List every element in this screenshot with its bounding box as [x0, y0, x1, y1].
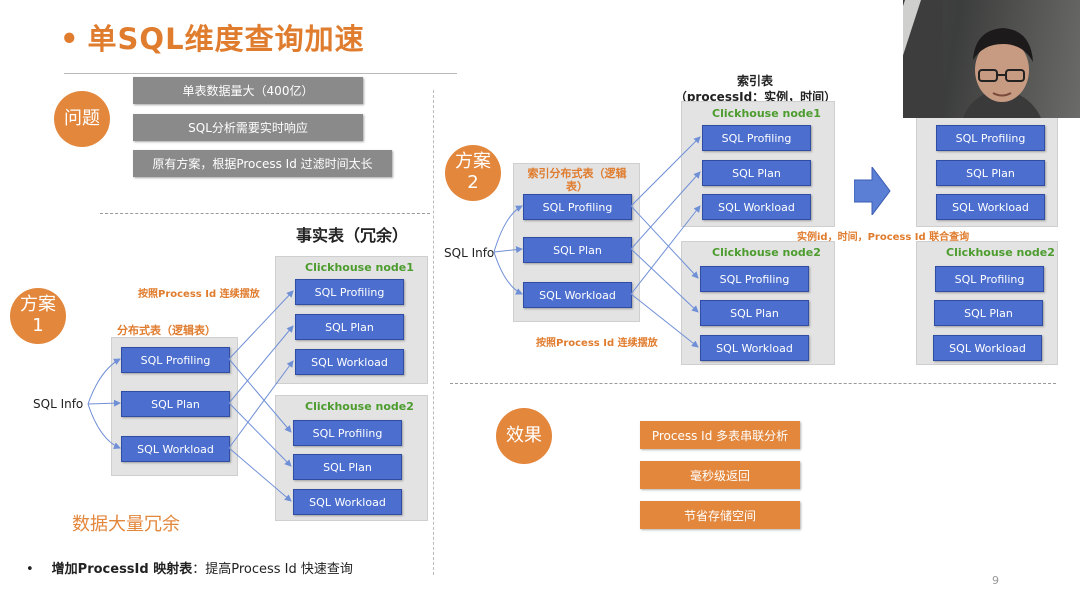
plan1-dist-workload: SQL Workload — [121, 436, 230, 462]
right-node1-plan: SQL Plan — [936, 160, 1045, 186]
left-divider — [100, 213, 430, 214]
plan1-node2-workload: SQL Workload — [293, 489, 402, 515]
footer-bullet-icon: • — [26, 562, 34, 577]
plan2-node2-workload: SQL Workload — [700, 335, 809, 361]
effect-item: 节省存储空间 — [640, 501, 800, 529]
plan2-circle: 方案2 — [445, 145, 501, 201]
plan1-node2-profiling: SQL Profiling — [293, 420, 402, 446]
right-node2-label: Clickhouse node2 — [946, 246, 1055, 259]
problem-label: 问题 — [64, 107, 100, 129]
plan1-placement-note: 按照Process Id 连续摆放 — [138, 289, 260, 300]
plan2-node2-profiling: SQL Profiling — [700, 266, 809, 292]
slide-title: •单SQL维度查询加速 — [60, 16, 365, 58]
plan1-dist-plan: SQL Plan — [121, 391, 230, 417]
title-bullet-icon: • — [60, 22, 80, 56]
index-table-heading: 索引表 — [736, 74, 773, 88]
big-right-arrow-icon — [854, 167, 891, 215]
plan2-label: 方案2 — [455, 151, 491, 193]
plan1-dist-profiling: SQL Profiling — [121, 347, 230, 373]
webcam-overlay — [903, 0, 1080, 118]
plan2-source: SQL Info — [444, 246, 495, 260]
joint-query-note: 实例id，时间，Process Id 联合查询 — [797, 232, 970, 243]
plan1-node1-plan: SQL Plan — [295, 314, 404, 340]
plan2-node1-label: Clickhouse node1 — [712, 107, 821, 120]
vertical-divider — [433, 90, 434, 575]
plan1-source: SQL Info — [33, 397, 84, 411]
person-silhouette-icon — [903, 0, 1041, 118]
plan2-distributed-label: 索引分布式表（逻辑表） — [527, 167, 627, 193]
page-number: 9 — [992, 574, 999, 587]
right-node2-workload: SQL Workload — [933, 335, 1042, 361]
plan2-node1-workload: SQL Workload — [702, 194, 811, 220]
plan1-distributed-label: 分布式表（逻辑表） — [117, 324, 216, 337]
fact-table-heading: 事实表（冗余） — [296, 226, 409, 245]
plan2-node2-plan: SQL Plan — [700, 300, 809, 326]
right-node1-profiling: SQL Profiling — [936, 125, 1045, 151]
problem-circle: 问题 — [54, 91, 110, 147]
plan2-node1-plan: SQL Plan — [702, 160, 811, 186]
plan2-node1-profiling: SQL Profiling — [702, 125, 811, 151]
footer-bullet: • 增加ProcessId 映射表：提高Process Id 快速查询 — [26, 558, 353, 577]
plan2-dist-profiling: SQL Profiling — [523, 194, 632, 220]
plan1-node1-workload: SQL Workload — [295, 349, 404, 375]
footer-bullet-bold: 增加ProcessId 映射表 — [51, 562, 193, 577]
right-divider — [450, 383, 1056, 384]
footer-bullet-rest: ：提高Process Id 快速查询 — [192, 562, 353, 577]
slide-title-text: 单SQL维度查询加速 — [87, 22, 365, 56]
right-node1-workload: SQL Workload — [936, 194, 1045, 220]
right-node2-plan: SQL Plan — [934, 300, 1043, 326]
right-node2-profiling: SQL Profiling — [935, 266, 1044, 292]
problem-item: 单表数据量大（400亿） — [133, 77, 363, 104]
effect-item: Process Id 多表串联分析 — [640, 421, 800, 449]
index-table-subheading: （processId：实例，时间） — [674, 90, 837, 104]
plan1-node2-plan: SQL Plan — [293, 454, 402, 480]
plan1-node1-label: Clickhouse node1 — [305, 261, 414, 274]
problem-item: SQL分析需要实时响应 — [133, 114, 363, 141]
effect-circle: 效果 — [496, 408, 552, 464]
plan1-label: 方案1 — [20, 294, 56, 336]
plan1-circle: 方案1 — [10, 288, 66, 344]
plan2-node2-label: Clickhouse node2 — [712, 246, 821, 259]
plan2-placement-note: 按照Process Id 连续摆放 — [536, 338, 658, 349]
plan1-node1-profiling: SQL Profiling — [295, 279, 404, 305]
effect-label: 效果 — [506, 424, 542, 446]
problem-item: 原有方案，根据Process Id 过滤时间太长 — [133, 150, 392, 177]
effect-item: 毫秒级返回 — [640, 461, 800, 489]
plan1-node2-label: Clickhouse node2 — [305, 400, 414, 413]
title-underline — [64, 73, 457, 74]
plan2-dist-plan: SQL Plan — [523, 237, 632, 263]
plan2-dist-workload: SQL Workload — [523, 282, 632, 308]
plan1-redundancy-note: 数据大量冗余 — [72, 514, 180, 535]
